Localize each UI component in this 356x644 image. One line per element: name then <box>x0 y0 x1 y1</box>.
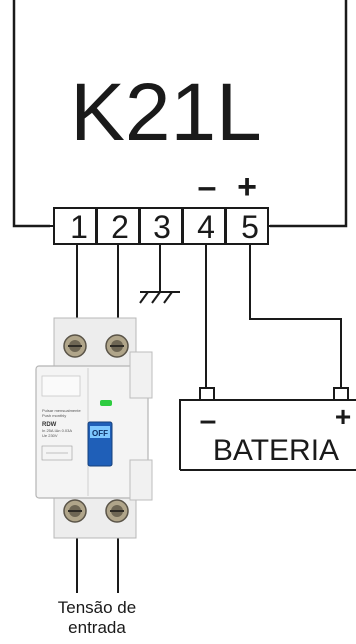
breaker-text-4: In 25A IΔn 0.03A <box>42 428 72 433</box>
polarity-plus-label: + <box>237 168 257 206</box>
battery-minus-label: – <box>200 404 217 437</box>
status-led-icon <box>100 400 112 406</box>
ground-icon <box>139 291 180 304</box>
terminal-2-number: 2 <box>111 209 129 245</box>
controller-model-label: K21L <box>70 67 262 158</box>
input-voltage-caption: Tensão de entrada <box>58 598 136 637</box>
battery-plus-label: + <box>335 401 351 432</box>
wire-terminal-5 <box>249 244 342 388</box>
caption-line-2: entrada <box>68 618 126 637</box>
terminal-4-number: 4 <box>197 209 215 245</box>
terminal-block: 1 2 3 4 5 <box>50 207 270 245</box>
terminal-5-number: 5 <box>241 209 259 245</box>
caption-line-1: Tensão de <box>58 598 136 617</box>
terminal-3 <box>139 207 183 245</box>
terminal-4 <box>182 207 226 245</box>
residual-current-breaker: OFF Pulsar mensualmente Push monthly RDW… <box>35 317 153 539</box>
battery-outline <box>179 399 356 471</box>
breaker-text-1: Pulsar mensualmente <box>42 408 81 413</box>
breaker-text-3: RDW <box>42 422 57 428</box>
controller-outline <box>12 0 348 228</box>
battery-label: BATERIA <box>213 434 339 467</box>
controller-unit: K21L – + <box>12 0 348 228</box>
terminal-1-number: 1 <box>70 209 88 245</box>
battery: – + BATERIA <box>179 387 356 471</box>
breaker-switch-label: OFF <box>92 429 108 438</box>
battery-terminal-positive <box>333 387 349 401</box>
polarity-minus-label: – <box>198 168 217 206</box>
breaker-text-2: Push monthly <box>42 413 66 418</box>
battery-terminal-negative <box>199 387 215 401</box>
terminal-3-number: 3 <box>153 209 171 245</box>
breaker-text-5: Ue 230V <box>42 433 58 438</box>
